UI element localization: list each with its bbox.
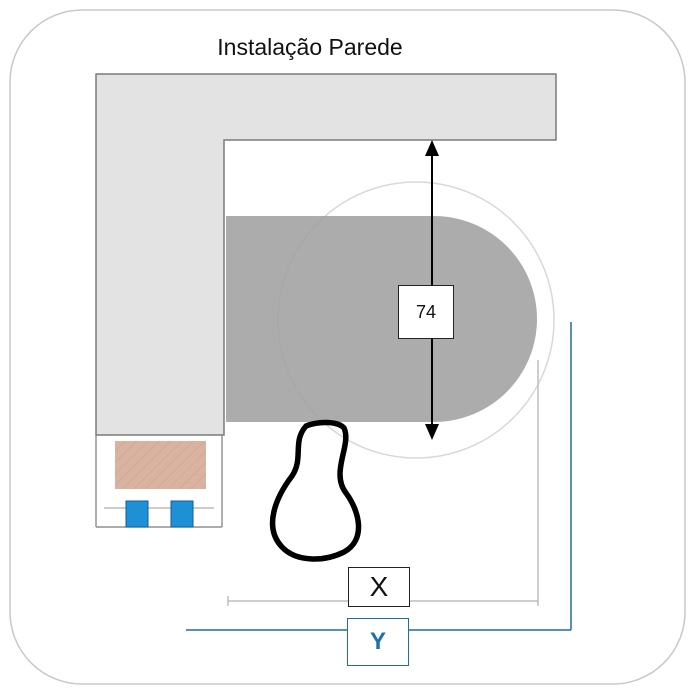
diagram-title: Instalação Parede [217,34,403,60]
dimension-label-y: Y [347,618,409,666]
cabinet-square-left [125,500,149,528]
cabinet [95,435,223,528]
toilet-outline [269,419,362,562]
dimension-label-74: 74 [398,285,454,339]
table-shape [226,216,537,422]
dimension-label-x: X [348,567,410,607]
cabinet-square-right [170,500,194,528]
